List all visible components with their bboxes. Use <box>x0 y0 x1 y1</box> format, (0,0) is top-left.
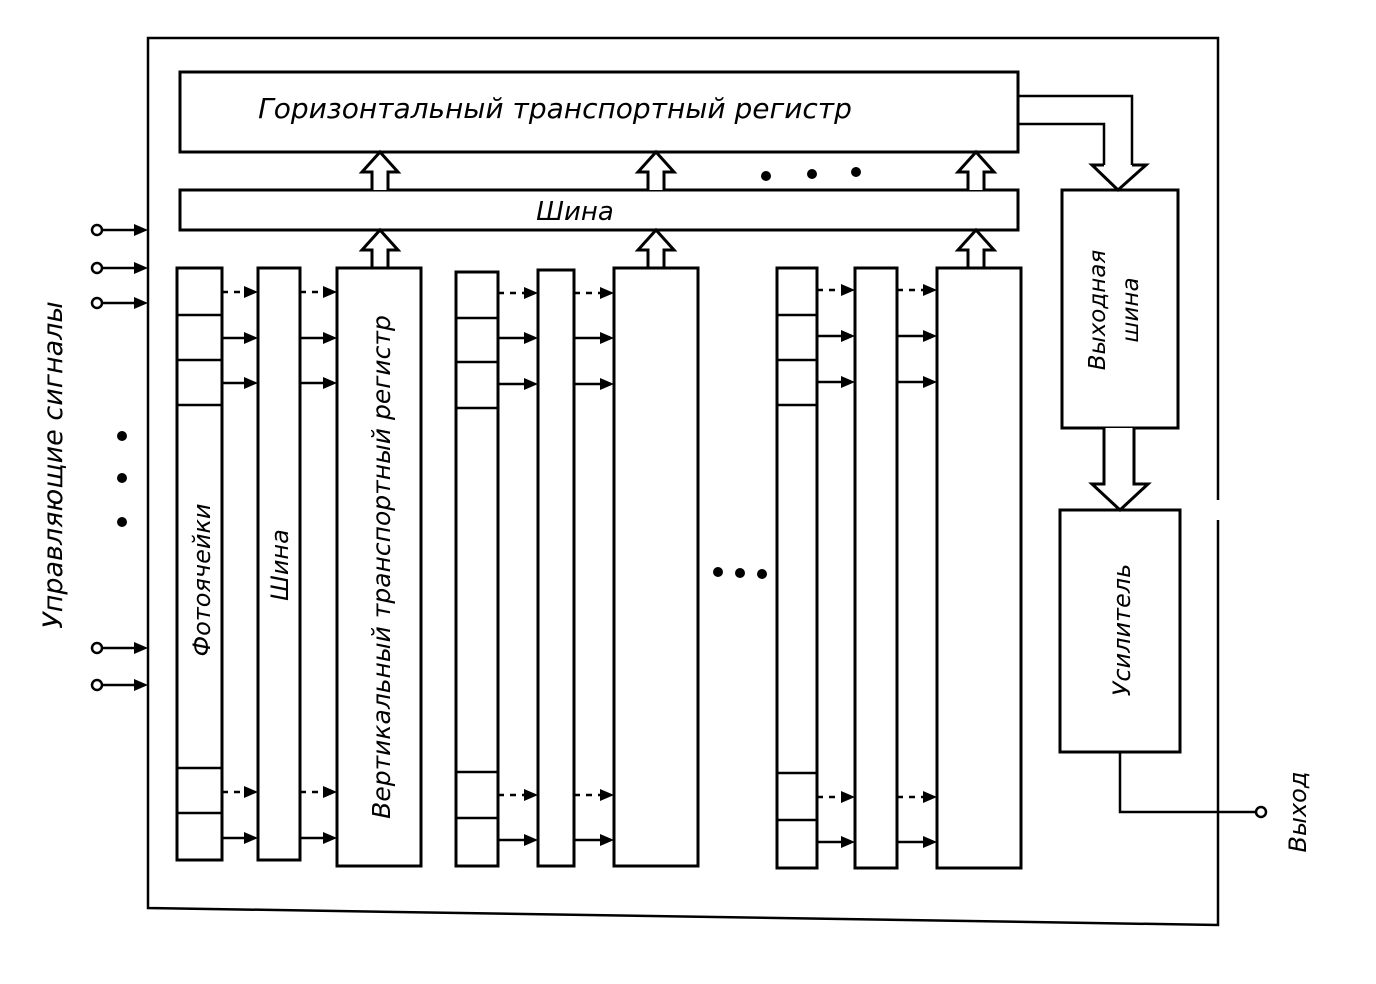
up-arrow-icon <box>358 227 402 268</box>
vertical-bus <box>536 268 576 868</box>
output-bus-label-2: шина <box>1118 277 1144 342</box>
top-bus-label: Шина <box>536 197 614 227</box>
arrowhead-icon <box>134 679 148 691</box>
output-bus-label: Выходная <box>1085 250 1111 371</box>
input-terminal-icon <box>90 261 104 275</box>
arrowhead-icon <box>524 287 538 299</box>
down-arrow-icon <box>1088 428 1152 513</box>
arrowhead-icon <box>923 284 937 296</box>
vertical-register <box>335 266 423 868</box>
output-label: Выход <box>1284 772 1312 853</box>
amplifier: Усилитель <box>1058 508 1182 754</box>
input-terminal-icon <box>90 641 104 655</box>
arrowhead-icon <box>323 832 337 844</box>
vertical-register-label: Вертикальный транспортный регистр <box>367 315 396 819</box>
transfer-arrows <box>222 284 937 848</box>
arrowhead-icon <box>524 789 538 801</box>
up-arrow-icon <box>634 149 678 190</box>
up-arrow-icon <box>954 227 998 268</box>
photocells-label: Фотоячейки <box>188 503 216 656</box>
horizontal-register: Горизонтальный транспортный регистр <box>178 70 1020 154</box>
photocell-column <box>454 270 500 868</box>
arrowhead-icon <box>524 378 538 390</box>
arrowhead-icon <box>134 262 148 274</box>
down-arrow-icon <box>1088 163 1150 193</box>
arrowhead-icon <box>923 376 937 388</box>
arrowhead-icon <box>323 377 337 389</box>
arrowhead-icon <box>600 287 614 299</box>
arrowhead-icon <box>134 642 148 654</box>
output-bus-line-1: Выходная <box>1085 250 1111 371</box>
arrowhead-icon <box>244 786 258 798</box>
arrowhead-icon <box>923 330 937 342</box>
arrowhead-icon <box>600 789 614 801</box>
arrowhead-icon <box>524 332 538 344</box>
register-to-output-bus <box>1018 94 1150 193</box>
up-arrow-icon <box>634 227 678 268</box>
arrowhead-icon <box>524 834 538 846</box>
up-arrow-icon <box>954 149 998 190</box>
arrowhead-icon <box>323 286 337 298</box>
arrowhead-icon <box>323 786 337 798</box>
arrowhead-icon <box>134 224 148 236</box>
control-signal-inputs <box>90 223 148 692</box>
output-terminal-icon <box>1254 805 1268 819</box>
column-group-1: Фотоячейки Шина Вертикальный транспортны… <box>175 266 423 868</box>
top-bus: Шина <box>178 188 1020 232</box>
arrowhead-icon <box>244 332 258 344</box>
column-group-3 <box>775 266 1023 870</box>
input-terminal-icon <box>90 296 104 310</box>
output-bus-line-2: шина <box>1118 277 1144 342</box>
vertical-register <box>612 266 700 868</box>
input-terminal-icon <box>90 223 104 237</box>
input-terminal-icon <box>90 678 104 692</box>
vertical-bus <box>853 266 899 870</box>
vertical-register <box>935 266 1023 870</box>
arrowhead-icon <box>841 836 855 848</box>
vertical-bus <box>256 266 302 862</box>
arrowhead-icon <box>841 284 855 296</box>
middle-ellipsis <box>713 567 767 579</box>
arrowhead-icon <box>841 376 855 388</box>
arrowhead-icon <box>244 286 258 298</box>
output-line: Выход <box>1118 752 1312 853</box>
arrowhead-icon <box>923 791 937 803</box>
arrowhead-icon <box>244 832 258 844</box>
arrowhead-icon <box>600 332 614 344</box>
horizontal-register-label: Горизонтальный транспортный регистр <box>258 92 852 125</box>
arrowhead-icon <box>600 834 614 846</box>
output-bus: Выходная шина <box>1060 188 1180 430</box>
control-ellipsis <box>117 431 127 527</box>
photocell-column <box>175 266 224 862</box>
arrowhead-icon <box>841 330 855 342</box>
arrowhead-icon <box>841 791 855 803</box>
chip-boundary <box>146 36 1220 927</box>
up-arrow-icon <box>358 149 402 190</box>
photocell-column <box>775 266 819 870</box>
bus-to-register-arrows <box>358 149 998 190</box>
arrowhead-icon <box>134 297 148 309</box>
amplifier-label: Усилитель <box>1108 564 1136 697</box>
column-group-2 <box>454 266 700 868</box>
register-to-bus-arrows <box>358 227 998 268</box>
top-ellipsis <box>761 167 861 181</box>
arrowhead-icon <box>323 332 337 344</box>
arrowhead-icon <box>244 377 258 389</box>
control-signals-label: Управляющие сигналы <box>38 301 69 628</box>
arrowhead-icon <box>923 836 937 848</box>
vertical-bus-label: Шина <box>266 529 294 601</box>
arrowhead-icon <box>600 378 614 390</box>
output-bus-to-amplifier <box>1088 428 1152 513</box>
